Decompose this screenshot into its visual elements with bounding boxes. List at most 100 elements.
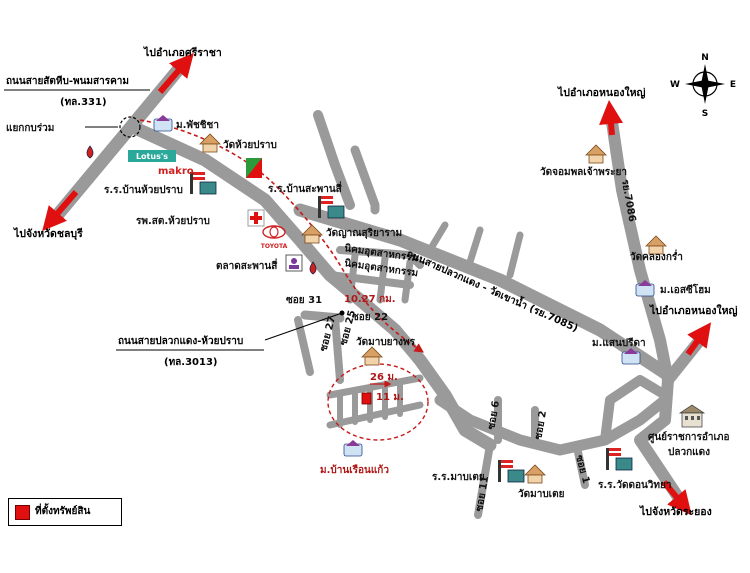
direction-arrows <box>42 52 712 516</box>
label-district-office-1: ศูนย์ราชการอำเภอ <box>648 431 730 444</box>
label-soi-2: ซอย 2 <box>533 410 549 441</box>
toyota-logo: TOYOTA <box>261 225 288 250</box>
hospital-icon <box>247 209 265 227</box>
label-soi-6: ซอย 6 <box>486 400 502 431</box>
temple-icon <box>524 464 546 484</box>
road-3013-pointer-dot <box>339 310 345 316</box>
soi-27-road <box>294 316 314 376</box>
label-dest-chonburi: ไปจังหวัดชลบุรี <box>13 227 83 241</box>
label-wat-map-toei: วัดมาบเตย <box>518 488 565 500</box>
label-soi-22: ซอย 22 <box>352 312 388 323</box>
label-moo-ruean-kaeo: ม.บ้านเรือนแก้ว <box>320 464 389 476</box>
label-wat-khlong-kra: วัดคลองกร่ำ <box>630 249 683 263</box>
label-wat-map-yang-phon: วัดมาบยางพร <box>356 336 416 348</box>
branch-road-1 <box>426 221 449 254</box>
label-dest-nong-yai-top: ไปอำเภอหนองใหญ่ <box>557 85 646 99</box>
label-school-wat-don: ร.ร.วัดดอนวิทยา <box>598 479 671 491</box>
intersection-circle <box>119 116 141 138</box>
label-district-office-2: ปลวกแดง <box>668 446 710 458</box>
road-7085 <box>293 203 675 382</box>
road-7086 <box>606 116 674 386</box>
village-road-2 <box>326 401 424 429</box>
road-3013-pointer <box>264 312 343 341</box>
label-wat-yan: วัดญาณสุริยาราม <box>326 227 402 239</box>
legend-label: ที่ตั้งทรัพย์สิน <box>35 506 91 517</box>
temple-icon <box>301 224 323 244</box>
gas-station-icon <box>309 261 317 275</box>
label-moo-saen-prida: ม.แสนปรีดา <box>592 337 646 349</box>
village-icon <box>621 348 641 365</box>
road-rayong <box>634 374 686 506</box>
makro-logo: makro <box>158 166 194 177</box>
legend-swatch <box>15 505 30 520</box>
government-office-icon <box>678 404 706 428</box>
gas-station-icon <box>86 145 94 159</box>
label-dest-rayong: ไปจังหวัดระยอง <box>639 505 712 518</box>
village-icons <box>153 115 655 457</box>
arrow-rayong <box>661 480 692 516</box>
label-dest-nong-yai-right: ไปอำเภอหนองใหญ่ <box>649 303 738 317</box>
label-distance-11: 11 ม. <box>376 392 404 403</box>
temple-icon <box>361 346 383 366</box>
road-loop-inner <box>600 375 670 445</box>
label-distance-1027: 10.27 กม. <box>344 294 396 305</box>
label-wat-chom-phon: วัดจอมพลเจ้าพระยา <box>540 166 627 178</box>
compass-w: W <box>670 80 680 90</box>
arrow-sriracha <box>157 52 194 94</box>
store-icon <box>246 158 262 178</box>
market-icon <box>285 254 303 272</box>
compass-e: E <box>730 80 736 90</box>
label-hospital: รพ.สต.ห้วยปราบ <box>136 215 210 227</box>
school-icon <box>498 460 525 483</box>
label-soi-1: ซอย 1 <box>573 454 591 485</box>
school-icons <box>190 172 633 483</box>
road-north-1 <box>313 110 355 210</box>
road-network <box>48 63 706 519</box>
property-area-circle <box>327 363 429 441</box>
label-road-331-code: (ทล.331) <box>60 97 107 108</box>
label-intersection: แยกกบร่วม <box>6 122 54 134</box>
industrial-road-1 <box>336 246 424 269</box>
compass-icon: N S E W <box>670 53 736 119</box>
industrial-road-3 <box>346 251 359 304</box>
lotus-label: Lotus's <box>136 152 168 161</box>
label-road-7085: ถนนสายปลวกแดง - วัดเขาน้ำ (รย.7085) <box>405 246 581 335</box>
property-marker <box>361 392 372 405</box>
compass-s: S <box>702 109 708 119</box>
label-school-huai-prap: ร.ร.บ้านห้วยปราบ <box>104 184 183 196</box>
school-icon <box>318 196 345 219</box>
branch-road-2 <box>466 226 484 266</box>
school-icon <box>606 448 633 471</box>
industrial-road-4 <box>376 254 389 304</box>
label-moo-es-home: ม.เอสซีโฮม <box>660 283 711 296</box>
soi-1-road <box>574 448 589 489</box>
temple-icon <box>199 133 221 153</box>
label-road-3013-name: ถนนสายปลวกแดง-ห้วยปราบ <box>118 335 243 347</box>
label-dest-sriracha: ไปอำเภอศรีราชา <box>143 46 222 59</box>
toyota-label: TOYOTA <box>261 243 288 250</box>
soi-11-road <box>474 441 494 519</box>
soi-25-road <box>331 314 344 384</box>
road-north-2 <box>350 145 380 215</box>
label-wat-huai-prap: วัดห้วยปราบ <box>223 139 277 151</box>
industrial-road-2 <box>326 271 414 289</box>
label-soi-31: ซอย 31 <box>286 295 322 306</box>
label-school-saphan-si: ร.ร.บ้านสะพานสี่ <box>268 181 343 195</box>
legend: ที่ตั้งทรัพย์สิน <box>8 498 122 526</box>
arrow-nong-yai-right <box>685 322 712 356</box>
label-school-map-toei: ร.ร.มาบเตย <box>432 472 485 483</box>
village-road-1 <box>326 374 424 399</box>
temple-icons <box>199 133 667 484</box>
temple-icon <box>645 235 667 255</box>
lotus-logo <box>128 150 176 162</box>
label-road-3013-code: (ทล.3013) <box>164 357 218 368</box>
label-moo-phatchicha: ม.พัชชิชา <box>176 119 219 131</box>
label-road-331-name: ถนนสายสัตหีบ-พนมสารคาม <box>6 75 129 87</box>
arrow-nong-yai-top <box>599 100 623 136</box>
industrial-road-5 <box>401 258 414 304</box>
arrow-chonburi <box>42 190 79 232</box>
label-distance-26: 26 ม. <box>370 372 398 383</box>
road-loop-south <box>434 394 671 456</box>
school-icon <box>190 172 217 195</box>
